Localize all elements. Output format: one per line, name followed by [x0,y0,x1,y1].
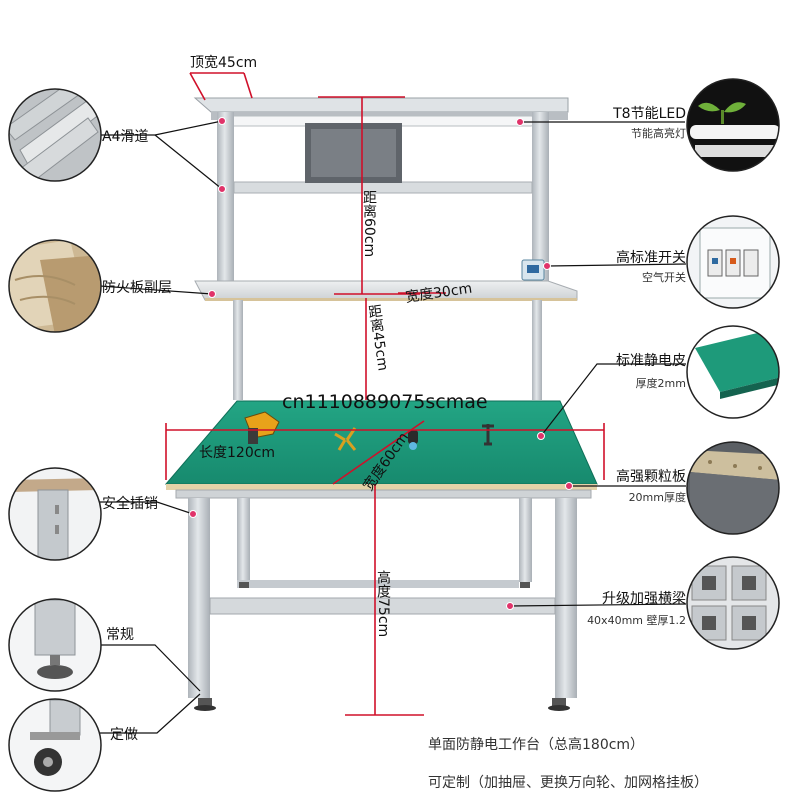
callout-t8-led: T8节能LED [613,106,686,122]
detail-led-circle [686,78,780,172]
upper-frame [193,97,569,288]
pointer-lines [99,120,687,734]
detail-particle-board-circle [686,441,780,535]
footer-line-1: 单面防静电工作台（总高180cm） [428,737,645,753]
front-left-leg [188,498,210,698]
callout-a4-slide: A4滑道 [102,129,149,145]
detail-esd-mat-circle [686,325,780,419]
detail-switch-circle [686,215,780,309]
middle-shelf [194,259,578,400]
upper-left-post [217,112,234,288]
detail-caster-circle [8,698,102,792]
lower-frame [188,498,577,711]
upper-right-post [532,112,549,288]
callout-t8-led-sub: 节能高亮灯 [631,127,686,140]
callout-custom-caster: 定做 [110,727,138,743]
callout-esd-mat-sub: 厚度2mm [635,377,686,390]
callout-regular-foot: 常规 [106,627,134,643]
callout-particle-board: 高强颗粒板 [616,469,686,485]
callout-beam: 升级加强横梁 [602,591,686,607]
top-width-label: 顶宽45cm [190,55,258,71]
distance-60-label: 距离60cm [361,190,377,258]
length-120-label: 长度120cm [199,445,276,461]
callout-particle-board-sub: 20mm厚度 [628,491,686,504]
watermark-text: cn1110889075scmae [282,391,488,413]
callout-switch-sub: 空气开关 [642,271,686,284]
marker-dots [189,117,573,610]
front-right-leg [555,498,577,698]
detail-regular-foot-circle [8,598,102,692]
detail-safety-pin-circle [8,467,102,561]
callout-safety-pin: 安全插销 [102,496,158,512]
tools-on-mat [244,411,494,451]
a4-slide-rail [233,181,533,194]
callout-switch: 高标准开关 [616,250,686,266]
table-top [164,400,598,499]
detail-beam-circle [686,556,780,650]
callout-esd-mat: 标准静电皮 [616,353,686,369]
callout-fire-board: 防火板副层 [102,280,172,296]
detail-fire-board-circle [8,239,102,333]
dimension-lines [165,72,605,716]
footer-line-2: 可定制（加抽屉、更换万向轮、加网格挂板） [428,775,708,791]
callout-beam-sub: 40x40mm 壁厚1.2 [587,614,686,627]
height-75-label: 高度75cm [375,570,391,638]
detail-a4-slide-circle [8,88,102,182]
